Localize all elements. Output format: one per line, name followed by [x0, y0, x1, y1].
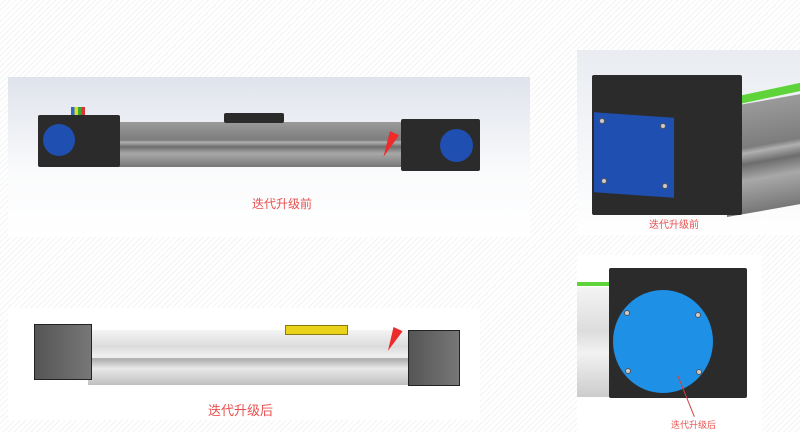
render-after-closeup: 迭代升级后 — [577, 255, 762, 432]
motor-end-right — [408, 330, 460, 386]
screw — [660, 123, 666, 129]
linear-rail — [118, 122, 418, 167]
screw — [601, 178, 607, 184]
screw — [696, 369, 702, 375]
motor-end-left — [34, 324, 92, 380]
motor-flange — [613, 290, 713, 393]
motor-flange-left — [43, 124, 75, 156]
screw — [662, 183, 668, 189]
screw — [599, 118, 605, 124]
caption: 迭代升级后 — [208, 404, 274, 419]
render-before-closeup: 迭代升级前 — [577, 50, 800, 235]
linear-rail — [88, 330, 418, 385]
caption: 迭代升级前 — [252, 197, 313, 211]
cable-connector — [71, 107, 85, 115]
caption: 迭代升级后 — [671, 421, 717, 431]
caption: 迭代升级前 — [649, 220, 699, 231]
render-before-full: 迭代升级前 — [8, 77, 530, 237]
screw — [695, 312, 701, 318]
screw — [625, 368, 631, 374]
slider-block — [224, 113, 284, 123]
slider-block — [285, 325, 348, 335]
stripe — [577, 282, 617, 286]
motor-flange-right — [440, 129, 473, 162]
screw — [624, 310, 630, 316]
render-after-full: 迭代升级后 — [8, 308, 480, 420]
